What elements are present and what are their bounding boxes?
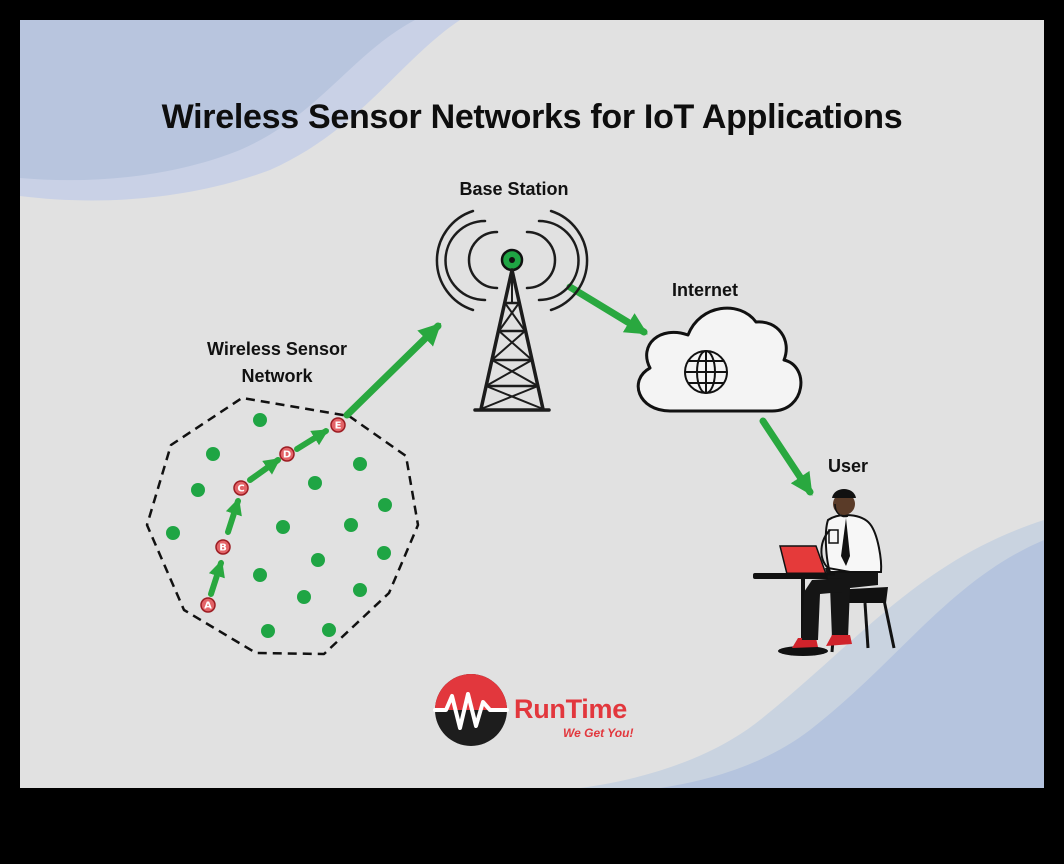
arrow-base-to-internet xyxy=(566,283,648,336)
base-station-label: Base Station xyxy=(459,179,569,199)
arrow-internet-to-user xyxy=(759,417,814,496)
wireless-sensor-network-label: Wireless Sensor Network xyxy=(170,336,384,390)
sensor-dot xyxy=(166,526,180,540)
route-node-e: E xyxy=(330,417,346,433)
route-arrow-b-c xyxy=(225,497,242,535)
sensor-dot xyxy=(206,447,220,461)
wsn-label-line1: Wireless Sensor xyxy=(207,339,347,359)
sensor-dot xyxy=(353,457,367,471)
sensor-nodes xyxy=(166,413,392,638)
user-at-laptop-icon xyxy=(753,489,896,656)
wave-top-left xyxy=(20,20,415,181)
wave-bottom-right xyxy=(660,540,1044,788)
brand-logo-icon xyxy=(433,674,509,746)
internet-label: Internet xyxy=(671,280,738,300)
route-node-b: B xyxy=(215,539,231,555)
route-arrow-c-d xyxy=(247,457,281,483)
route-node-letter: C xyxy=(237,484,244,495)
route-arrow-d-e xyxy=(294,428,329,452)
route-node-letter: D xyxy=(283,450,291,461)
diagram-graphics: A B C D E xyxy=(20,20,1044,788)
sensor-dot xyxy=(253,568,267,582)
route-arrow-a-b xyxy=(208,559,225,597)
route-node-c: C xyxy=(233,480,249,496)
sensor-dot xyxy=(353,583,367,597)
flow-arrows xyxy=(343,283,814,496)
sensor-dot xyxy=(253,413,267,427)
route-node-layer: A B C D E xyxy=(200,417,346,613)
globe-icon xyxy=(684,350,728,394)
sensor-dot xyxy=(322,623,336,637)
diagram-title: Wireless Sensor Networks for IoT Applica… xyxy=(161,98,903,136)
brand-tagline: We Get You! xyxy=(563,726,634,740)
route-node-d: D xyxy=(279,446,295,462)
tower-icon xyxy=(435,209,589,412)
sensor-dot xyxy=(276,520,290,534)
diagram-canvas: A B C D E Wireless Sensor Networks for IoT A… xyxy=(20,20,1044,788)
cloud-icon xyxy=(636,306,803,413)
sensor-dot xyxy=(377,546,391,560)
route-node-letter: E xyxy=(335,421,342,432)
wsn-label-line2: Network xyxy=(241,366,313,386)
route-node-letter: A xyxy=(204,601,212,612)
sensor-dot xyxy=(308,476,322,490)
sensor-dot xyxy=(191,483,205,497)
routing-arrows xyxy=(208,428,329,597)
sensor-dot xyxy=(344,518,358,532)
sensor-dot xyxy=(378,498,392,512)
route-node-a: A xyxy=(200,597,216,613)
brand-name: RunTime xyxy=(514,694,627,724)
arrow-wsn-to-base xyxy=(343,322,442,419)
sensor-dot xyxy=(311,553,325,567)
route-node-letter: B xyxy=(219,543,227,554)
sensor-dot xyxy=(297,590,311,604)
sensor-dot xyxy=(261,624,275,638)
user-label: User xyxy=(827,456,869,476)
